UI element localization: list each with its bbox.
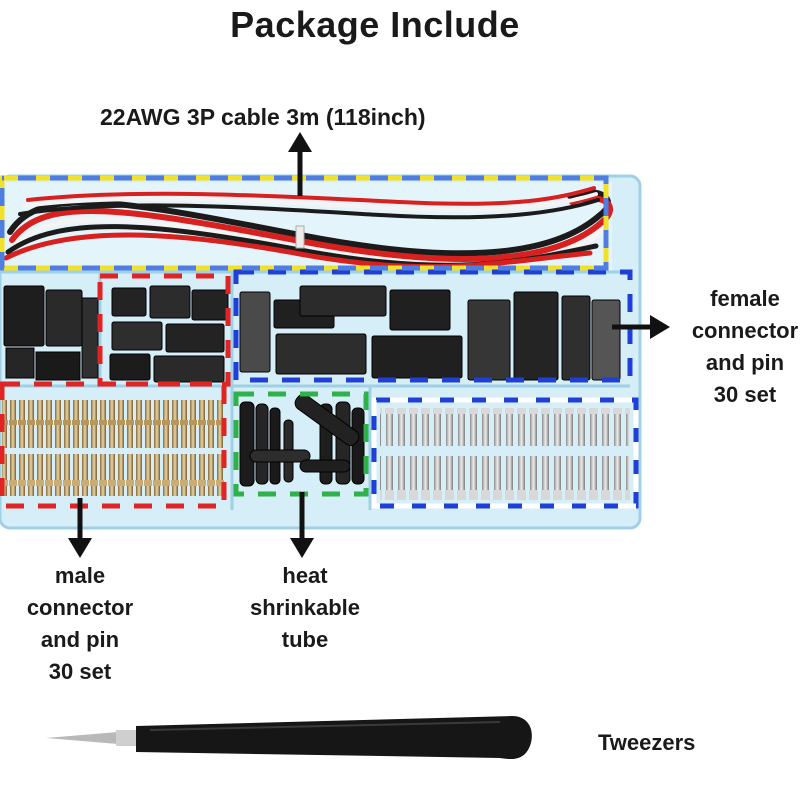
male-pins xyxy=(2,400,224,496)
heat-shrink-label: heat shrinkable tube xyxy=(225,560,385,656)
female-label-line: 30 set xyxy=(713,382,777,407)
heat-shrink-tubes xyxy=(239,394,365,487)
male-label-line: 30 set xyxy=(48,659,112,684)
female-pins xyxy=(380,408,630,500)
black-connector-housings xyxy=(3,285,99,381)
connector-housings-small xyxy=(109,285,229,383)
cable-label: 22AWG 3P cable 3m (118inch) xyxy=(100,104,426,130)
female-label-line: and pin xyxy=(705,350,785,375)
female-label-line: connector xyxy=(691,318,799,343)
male-label-line: and pin xyxy=(40,627,120,652)
tweezers-image xyxy=(46,716,532,760)
male-label-line: male xyxy=(54,563,106,588)
arrow-up-icon xyxy=(288,132,312,196)
male-connector-label: male connector and pin 30 set xyxy=(10,560,150,688)
arrow-right-icon xyxy=(612,315,670,339)
male-label-line: connector xyxy=(26,595,134,620)
category-outlines-accent xyxy=(0,175,639,509)
arrow-down-icon xyxy=(68,498,92,558)
arrow-down-icon xyxy=(290,492,314,558)
heat-label-line: heat xyxy=(282,563,328,588)
female-label-line: female xyxy=(710,286,780,311)
tweezers-label: Tweezers xyxy=(598,730,696,755)
heat-label-line: shrinkable xyxy=(249,595,361,620)
heat-label-line: tube xyxy=(281,627,329,652)
female-connector-label: female connector and pin 30 set xyxy=(670,283,800,411)
page-title: Package Include xyxy=(230,4,520,45)
connector-housings-large xyxy=(239,285,621,381)
